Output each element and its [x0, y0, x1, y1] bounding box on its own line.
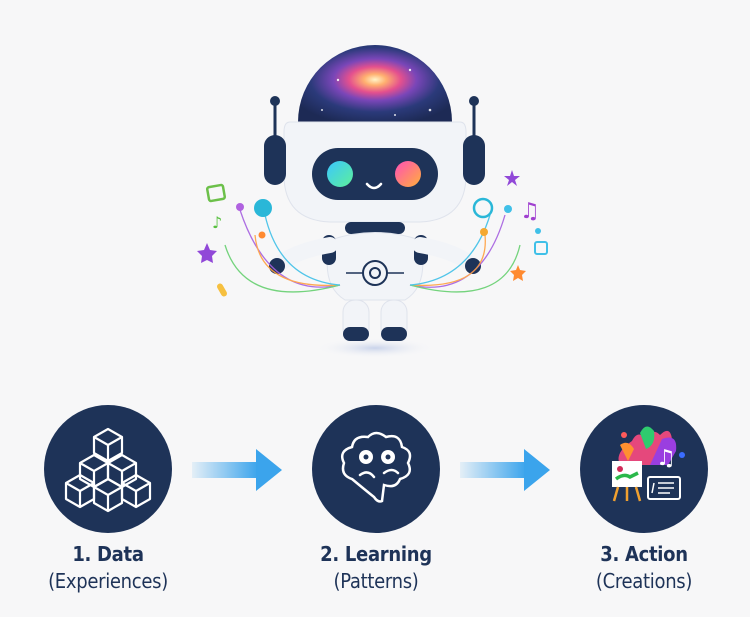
step-label-data: 1. Data (Experiences) [0, 541, 218, 595]
svg-text:♫: ♫ [520, 199, 540, 224]
step-subtitle: (Creations) [595, 569, 693, 593]
brain-gears-icon [341, 431, 412, 503]
arrow-right-icon [460, 449, 550, 491]
step-title: 2. Learning [320, 542, 432, 566]
step-title: 1. Data [72, 542, 144, 566]
cubes-icon [64, 427, 152, 513]
galaxy-dome-icon [298, 45, 452, 122]
svg-text:♪: ♪ [212, 213, 222, 232]
step-title: 3. Action [600, 542, 688, 566]
step-label-learning: 2. Learning (Patterns) [266, 541, 486, 595]
robot-illustration: ♪ ♫ [197, 45, 548, 358]
svg-text:♫: ♫ [656, 446, 676, 471]
step-subtitle: (Experiences) [48, 569, 168, 593]
step-subtitle: (Patterns) [333, 569, 419, 593]
arrow-right-icon [192, 449, 282, 491]
step-label-action: 3. Action (Creations) [534, 541, 750, 595]
creations-icon: ♫ [612, 426, 685, 502]
step-circle-data [44, 405, 172, 533]
step-circle-action: ♫ [580, 405, 708, 533]
step-circle-learning [312, 405, 440, 533]
